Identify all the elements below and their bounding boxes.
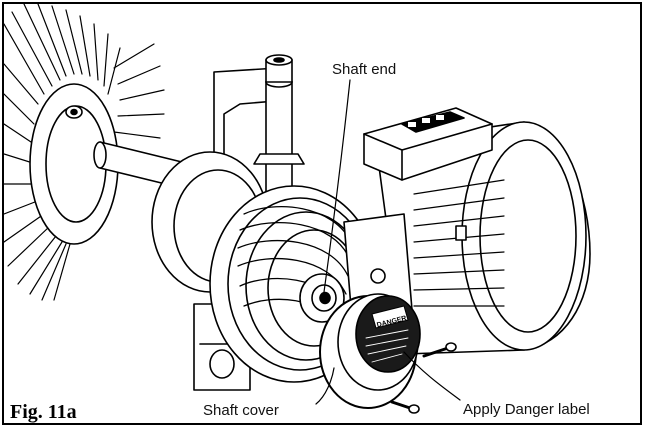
bolt-icon bbox=[390, 400, 420, 414]
bolt-icon bbox=[422, 342, 457, 358]
shaft-cover-disc-icon bbox=[319, 293, 421, 409]
shaft-end-leader bbox=[323, 79, 351, 293]
shaft-cover-label: Shaft cover bbox=[203, 402, 279, 419]
figure-frame: DANGER Shaft end Shaft cover Apply Dange… bbox=[2, 2, 642, 425]
shaft-end-label: Shaft end bbox=[332, 61, 397, 78]
motor-assembly-illustration: DANGER bbox=[4, 4, 591, 414]
shaft-end-icon bbox=[299, 273, 345, 323]
danger-label-leader bbox=[403, 351, 461, 401]
apply-danger-label-label: Apply Danger label bbox=[463, 401, 590, 418]
figure-caption: Fig. 11a bbox=[10, 401, 77, 423]
shaft-cover-leader bbox=[315, 367, 335, 405]
